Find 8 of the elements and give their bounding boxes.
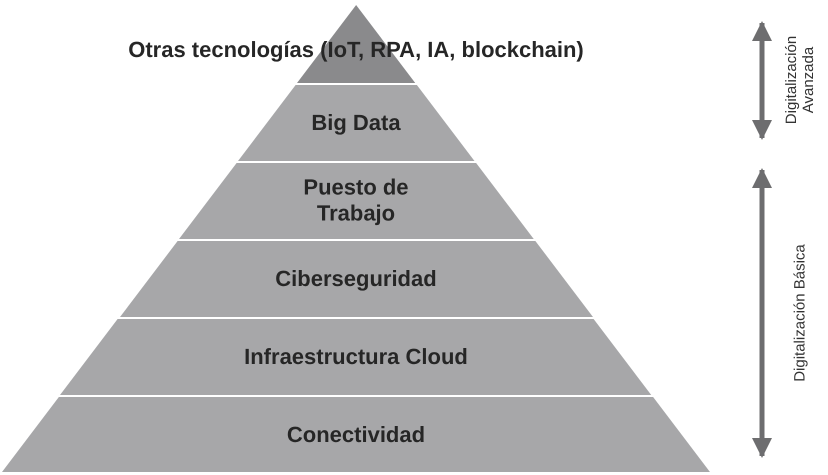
range-label: Digitalización Básica [791,244,809,382]
layer-label: Infraestructura Cloud [243,344,469,370]
layer-label: Ciberseguridad [274,266,438,292]
layer-label: Conectividad [286,421,426,448]
layer-label: Puesto de Trabajo [302,174,410,228]
layer-label: Otras tecnologías (IoT, RPA, IA, blockchain) [128,36,584,64]
range-label: Digitalización Avanzada [782,34,818,126]
layer-label: Big Data [310,110,402,136]
